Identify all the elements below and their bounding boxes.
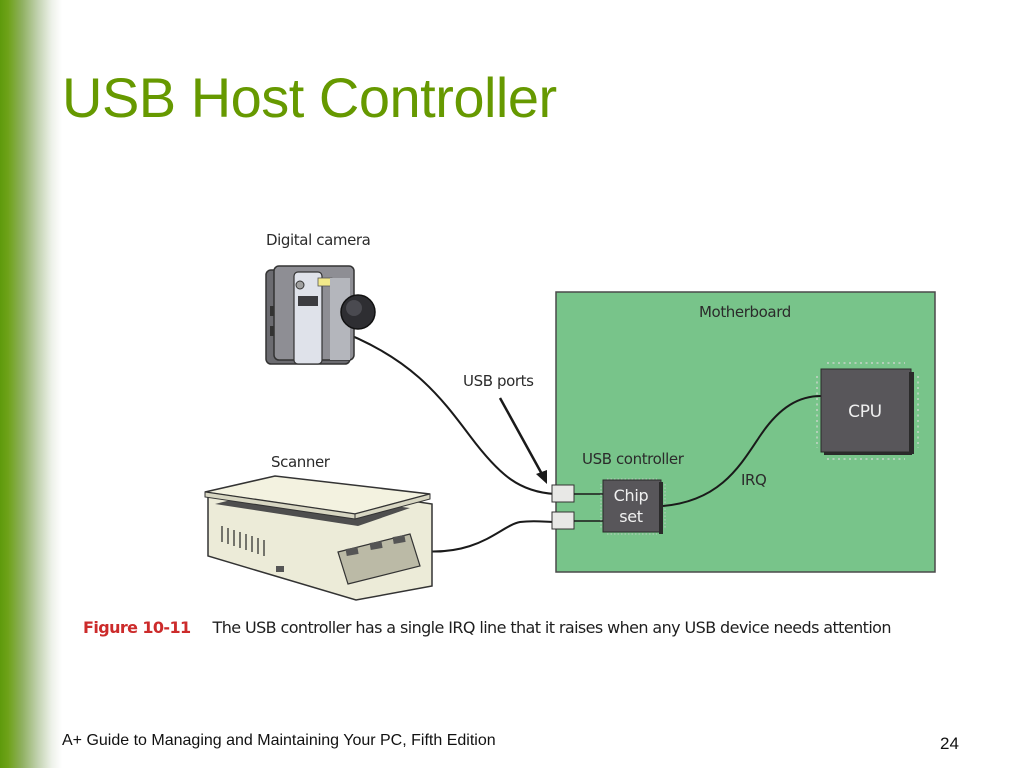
irq-label: IRQ	[741, 471, 767, 489]
usb-diagram-figure: Digital camera Scanner USB ports Motherb…	[80, 226, 944, 646]
side-gradient-bar	[0, 0, 62, 768]
footer-book-title: A+ Guide to Managing and Maintaining You…	[62, 732, 496, 749]
cpu-label: CPU	[848, 402, 882, 422]
figure-caption-text: The USB controller has a single IRQ line…	[212, 618, 892, 637]
figure-caption: Figure 10-11 The USB controller has a sin…	[83, 618, 892, 637]
usb-ports-arrow-line	[498, 397, 545, 477]
scanner-illustration	[204, 475, 433, 601]
chipset-label: Chip set	[603, 485, 659, 527]
camera-cable	[331, 327, 556, 495]
chipset-chip	[600, 478, 666, 535]
usb-port-bottom	[551, 511, 604, 530]
usb-port-top	[551, 484, 604, 503]
page-number: 24	[940, 734, 959, 753]
digital-camera-illustration	[265, 265, 376, 365]
usb-ports-arrowhead	[536, 470, 547, 484]
figure-number: Figure 10-11	[83, 618, 191, 637]
chipset-label-line2: set	[619, 507, 643, 526]
cpu-chip	[816, 362, 919, 460]
scanner-label: Scanner	[271, 453, 330, 471]
irq-line	[662, 395, 822, 507]
diagram-svg	[204, 265, 936, 601]
chipset-label-line1: Chip	[613, 486, 649, 505]
motherboard-label: Motherboard	[699, 303, 791, 321]
scanner-cable	[419, 520, 556, 553]
digital-camera-label: Digital camera	[266, 231, 371, 249]
usb-ports-label: USB ports	[463, 372, 534, 390]
slide-title: USB Host Controller	[62, 66, 557, 129]
usb-controller-label: USB controller	[582, 450, 684, 468]
